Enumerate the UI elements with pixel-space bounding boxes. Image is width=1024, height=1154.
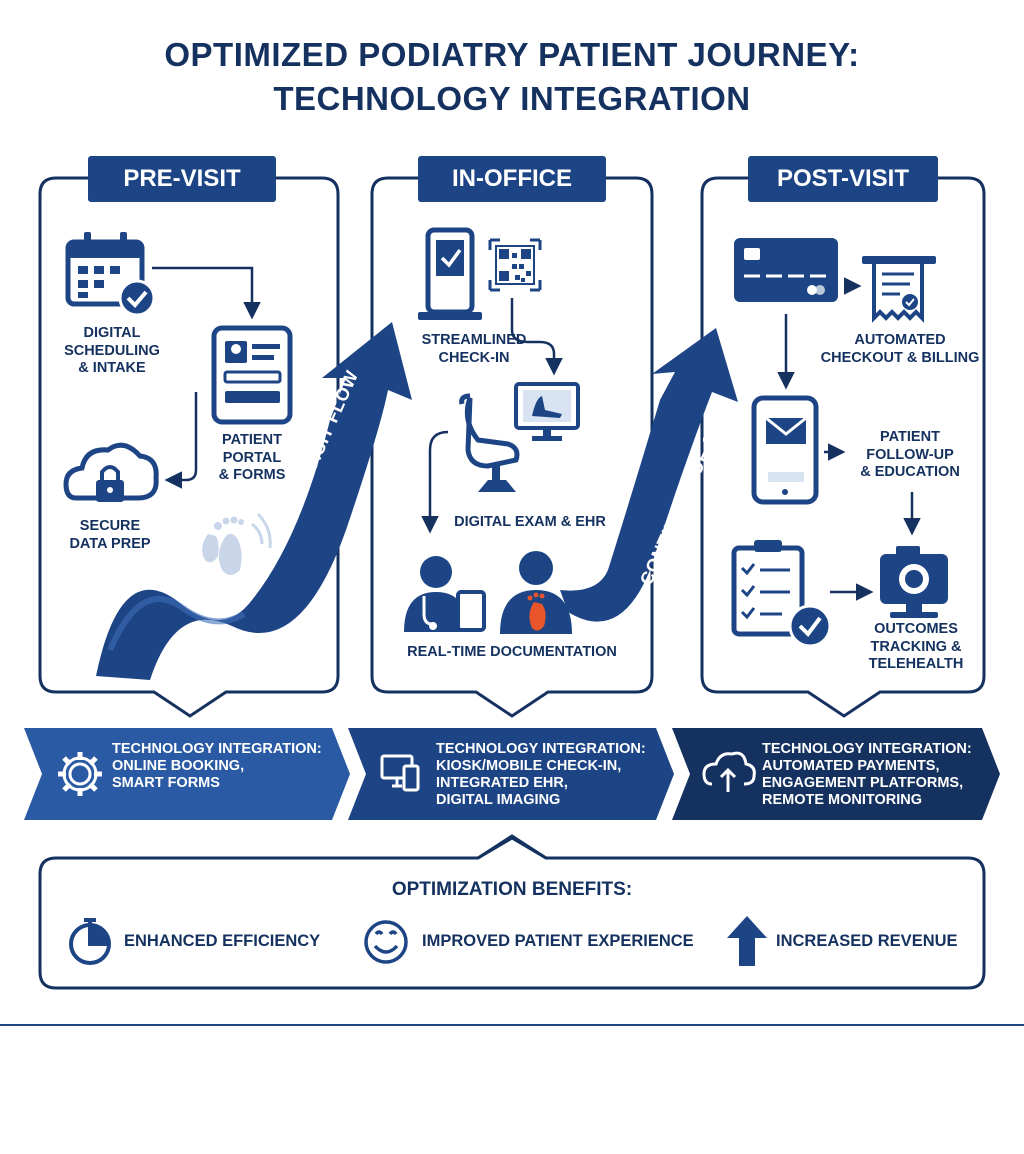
benefit-enhanced-efficiency: ENHANCED EFFICIENCY <box>124 932 321 950</box>
secure-cloud-icon <box>63 442 159 502</box>
tech-band-text-1: TECHNOLOGY INTEGRATION:ONLINE BOOKING,SM… <box>112 741 322 791</box>
tech-band-segment-1 <box>24 728 350 820</box>
tablet-form-icon <box>211 325 293 425</box>
tech-band-segment-2 <box>348 728 674 820</box>
smiley-icon <box>364 920 408 964</box>
benefit-improved-patient-experience: IMPROVED PATIENT EXPERIENCE <box>422 932 694 950</box>
devices-icon <box>380 754 420 792</box>
clipboard-checklist-icon <box>731 540 832 648</box>
phase-tab-in-office: IN-OFFICE <box>418 156 606 202</box>
footprints-icon <box>202 512 272 575</box>
receipt-icon <box>862 256 936 323</box>
kiosk-icon <box>418 227 482 320</box>
calendar-icon <box>65 232 156 317</box>
phone-message-icon <box>751 395 819 505</box>
benefit-increased-revenue: INCREASED REVENUE <box>776 932 958 950</box>
tech-band-text-3: TECHNOLOGY INTEGRATION:AUTOMATED PAYMENT… <box>762 741 972 808</box>
page-title: OPTIMIZED PODIATRY PATIENT JOURNEY: <box>164 36 860 73</box>
cloud-upload-icon <box>702 751 756 792</box>
benefits-panel <box>38 834 986 990</box>
tech-band-text-2: TECHNOLOGY INTEGRATION:KIOSK/MOBILE CHEC… <box>436 741 646 808</box>
continuum-of-care-arrow <box>560 328 738 622</box>
in-office-panel <box>370 176 654 718</box>
label-real-time-documentation: REAL-TIME DOCUMENTATION <box>407 644 617 660</box>
stopwatch-icon <box>69 918 111 965</box>
patient-foot-icon <box>500 551 572 634</box>
gear-icon <box>58 752 102 796</box>
label-digital-exam-ehr: DIGITAL EXAM & EHR <box>454 514 606 530</box>
qr-code-icon <box>488 238 542 292</box>
pre-visit-panel <box>38 176 340 718</box>
tech-band-segment-3 <box>672 728 1000 820</box>
band-pointer <box>477 836 547 860</box>
visit-flow-arrow <box>96 322 412 680</box>
phase-tab-pre-visit: PRE-VISIT <box>88 156 276 202</box>
clinician-icon <box>404 556 486 632</box>
arrow-up-icon <box>727 916 767 966</box>
camera-telehealth-icon <box>880 546 948 618</box>
benefits-title: OPTIMIZATION BENEFITS: <box>391 879 633 900</box>
exam-chair-icon <box>459 382 580 492</box>
credit-card-icon <box>734 238 838 302</box>
page-subtitle: TECHNOLOGY INTEGRATION <box>273 80 751 117</box>
post-visit-panel <box>700 176 986 718</box>
phase-tab-post-visit: POST-VISIT <box>748 156 938 202</box>
